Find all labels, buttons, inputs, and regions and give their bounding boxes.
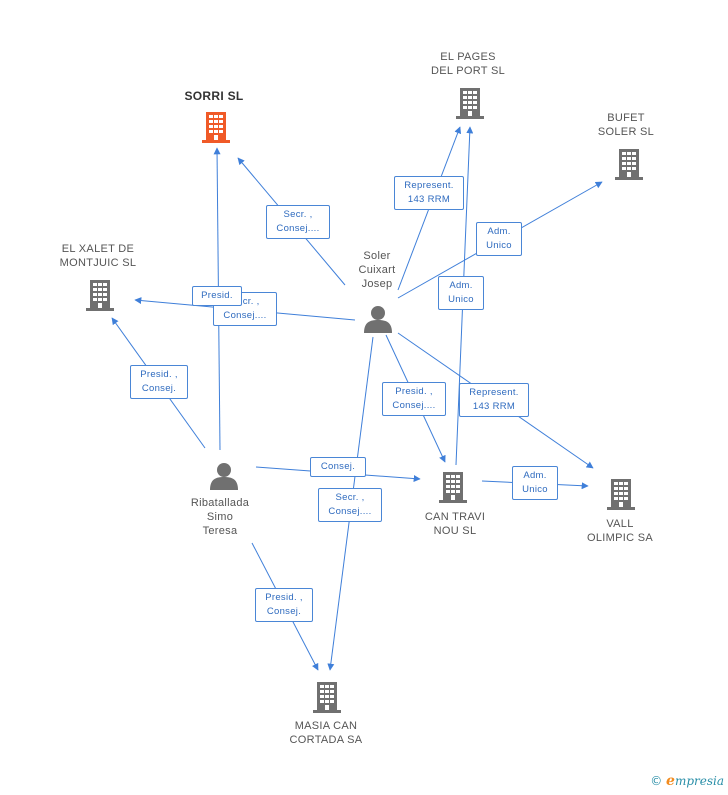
can-travi-building-icon[interactable]	[439, 472, 467, 503]
ribatallada-person-icon[interactable]	[210, 463, 238, 490]
vall-building-icon[interactable]	[607, 479, 635, 510]
el-xalet-label[interactable]: EL XALET DE MONTJUIC SL	[59, 243, 137, 269]
edge-label-rib-sorri: Presid.	[192, 286, 242, 306]
edge-label-rib-xalet: Presid. , Consej.	[130, 365, 188, 399]
edge-label-soler-masia: Secr. , Consej....	[318, 488, 382, 522]
copyright-symbol: ©	[650, 774, 663, 788]
soler-label[interactable]: Soler Cuixart Josep	[358, 250, 396, 290]
brand-initial: e	[666, 773, 675, 789]
edge-label-cantravi-vall: Adm. Unico	[512, 466, 558, 500]
edge-label-rib-cantravi: Consej.	[310, 457, 366, 477]
sorri-label[interactable]: SORRI SL	[184, 89, 244, 103]
soler-person-icon[interactable]	[364, 306, 392, 333]
el-xalet-building-icon[interactable]	[86, 280, 114, 311]
edge-label-soler-vall: Represent. 143 RRM	[459, 383, 529, 417]
bufet-label[interactable]: BUFET SOLER SL	[597, 112, 655, 138]
bufet-building-icon[interactable]	[615, 149, 643, 180]
edge-label-soler-elpages: Represent. 143 RRM	[394, 176, 464, 210]
vall-label[interactable]: VALL OLIMPIC SA	[587, 518, 653, 544]
el-pages-building-icon[interactable]	[456, 88, 484, 119]
el-pages-label[interactable]: EL PAGES DEL PORT SL	[430, 51, 506, 77]
masia-label[interactable]: MASIA CAN CORTADA SA	[289, 720, 363, 746]
sorri-building-icon[interactable]	[202, 112, 230, 143]
edge-label-rib-masia: Presid. , Consej.	[255, 588, 313, 622]
ribatallada-label[interactable]: Ribatallada Simo Teresa	[190, 497, 250, 537]
brand-name: mpresia	[674, 774, 724, 788]
empresia-watermark: © empresia	[650, 773, 724, 789]
edge-label-soler-bufet: Adm. Unico	[476, 222, 522, 256]
can-travi-label[interactable]: CAN TRAVI NOU SL	[424, 511, 486, 537]
masia-building-icon[interactable]	[313, 682, 341, 713]
edge-label-cantravi-elpages: Adm. Unico	[438, 276, 484, 310]
edge-label-soler-cantravi: Presid. , Consej....	[382, 382, 446, 416]
edge-label-soler-sorri: Secr. , Consej....	[266, 205, 330, 239]
